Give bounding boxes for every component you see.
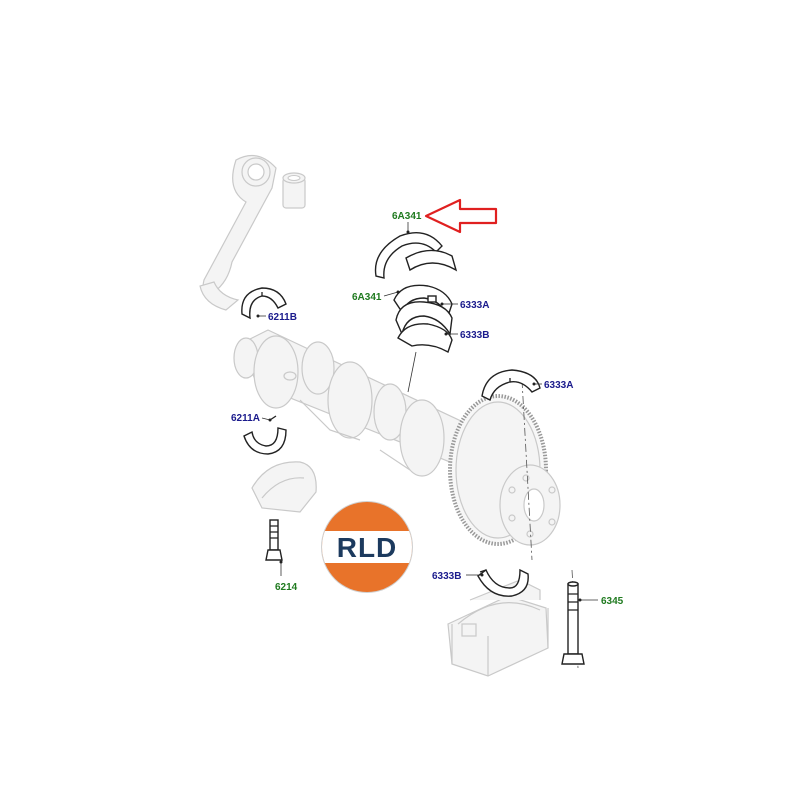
label-thrust-washer-upper: 6A341 xyxy=(392,211,422,222)
label-conrod-bearing-upper: 6211B xyxy=(268,312,297,323)
label-main-bearing-lower-1: 6333B xyxy=(460,330,489,341)
main-bearing-shell-upper-2 xyxy=(481,369,541,402)
timing-gear xyxy=(448,394,561,546)
logo-text: RLD xyxy=(337,532,398,563)
label-conrod-bearing-lower: 6211A xyxy=(231,413,260,424)
highlight-arrow-icon xyxy=(424,198,498,234)
center-line xyxy=(521,379,533,561)
main-bearing-shell-lower-2 xyxy=(477,568,529,597)
label-main-bearing-upper-2: 6333A xyxy=(544,380,573,391)
bearing-leader-line xyxy=(407,351,417,393)
label-main-bearing-bolt: 6345 xyxy=(601,596,624,607)
main-bearing-bolt xyxy=(561,581,585,665)
conrod-bolt xyxy=(265,519,283,561)
main-bearing-shells-1 xyxy=(393,284,453,354)
small-end-bush xyxy=(282,172,306,209)
conrod-bearing-upper xyxy=(241,287,287,320)
label-main-bearing-upper-1: 6333A xyxy=(460,300,489,311)
label-main-bearing-lower-2: 6333B xyxy=(432,571,461,582)
connecting-rod xyxy=(199,154,277,311)
crankshaft xyxy=(233,329,481,477)
conrod-cap xyxy=(251,461,317,513)
label-conrod-bolt: 6214 xyxy=(275,582,298,593)
rld-logo: RLD xyxy=(321,501,413,593)
label-thrust-washer-lower: 6A341 xyxy=(352,292,382,303)
thrust-washer-upper xyxy=(374,232,458,279)
